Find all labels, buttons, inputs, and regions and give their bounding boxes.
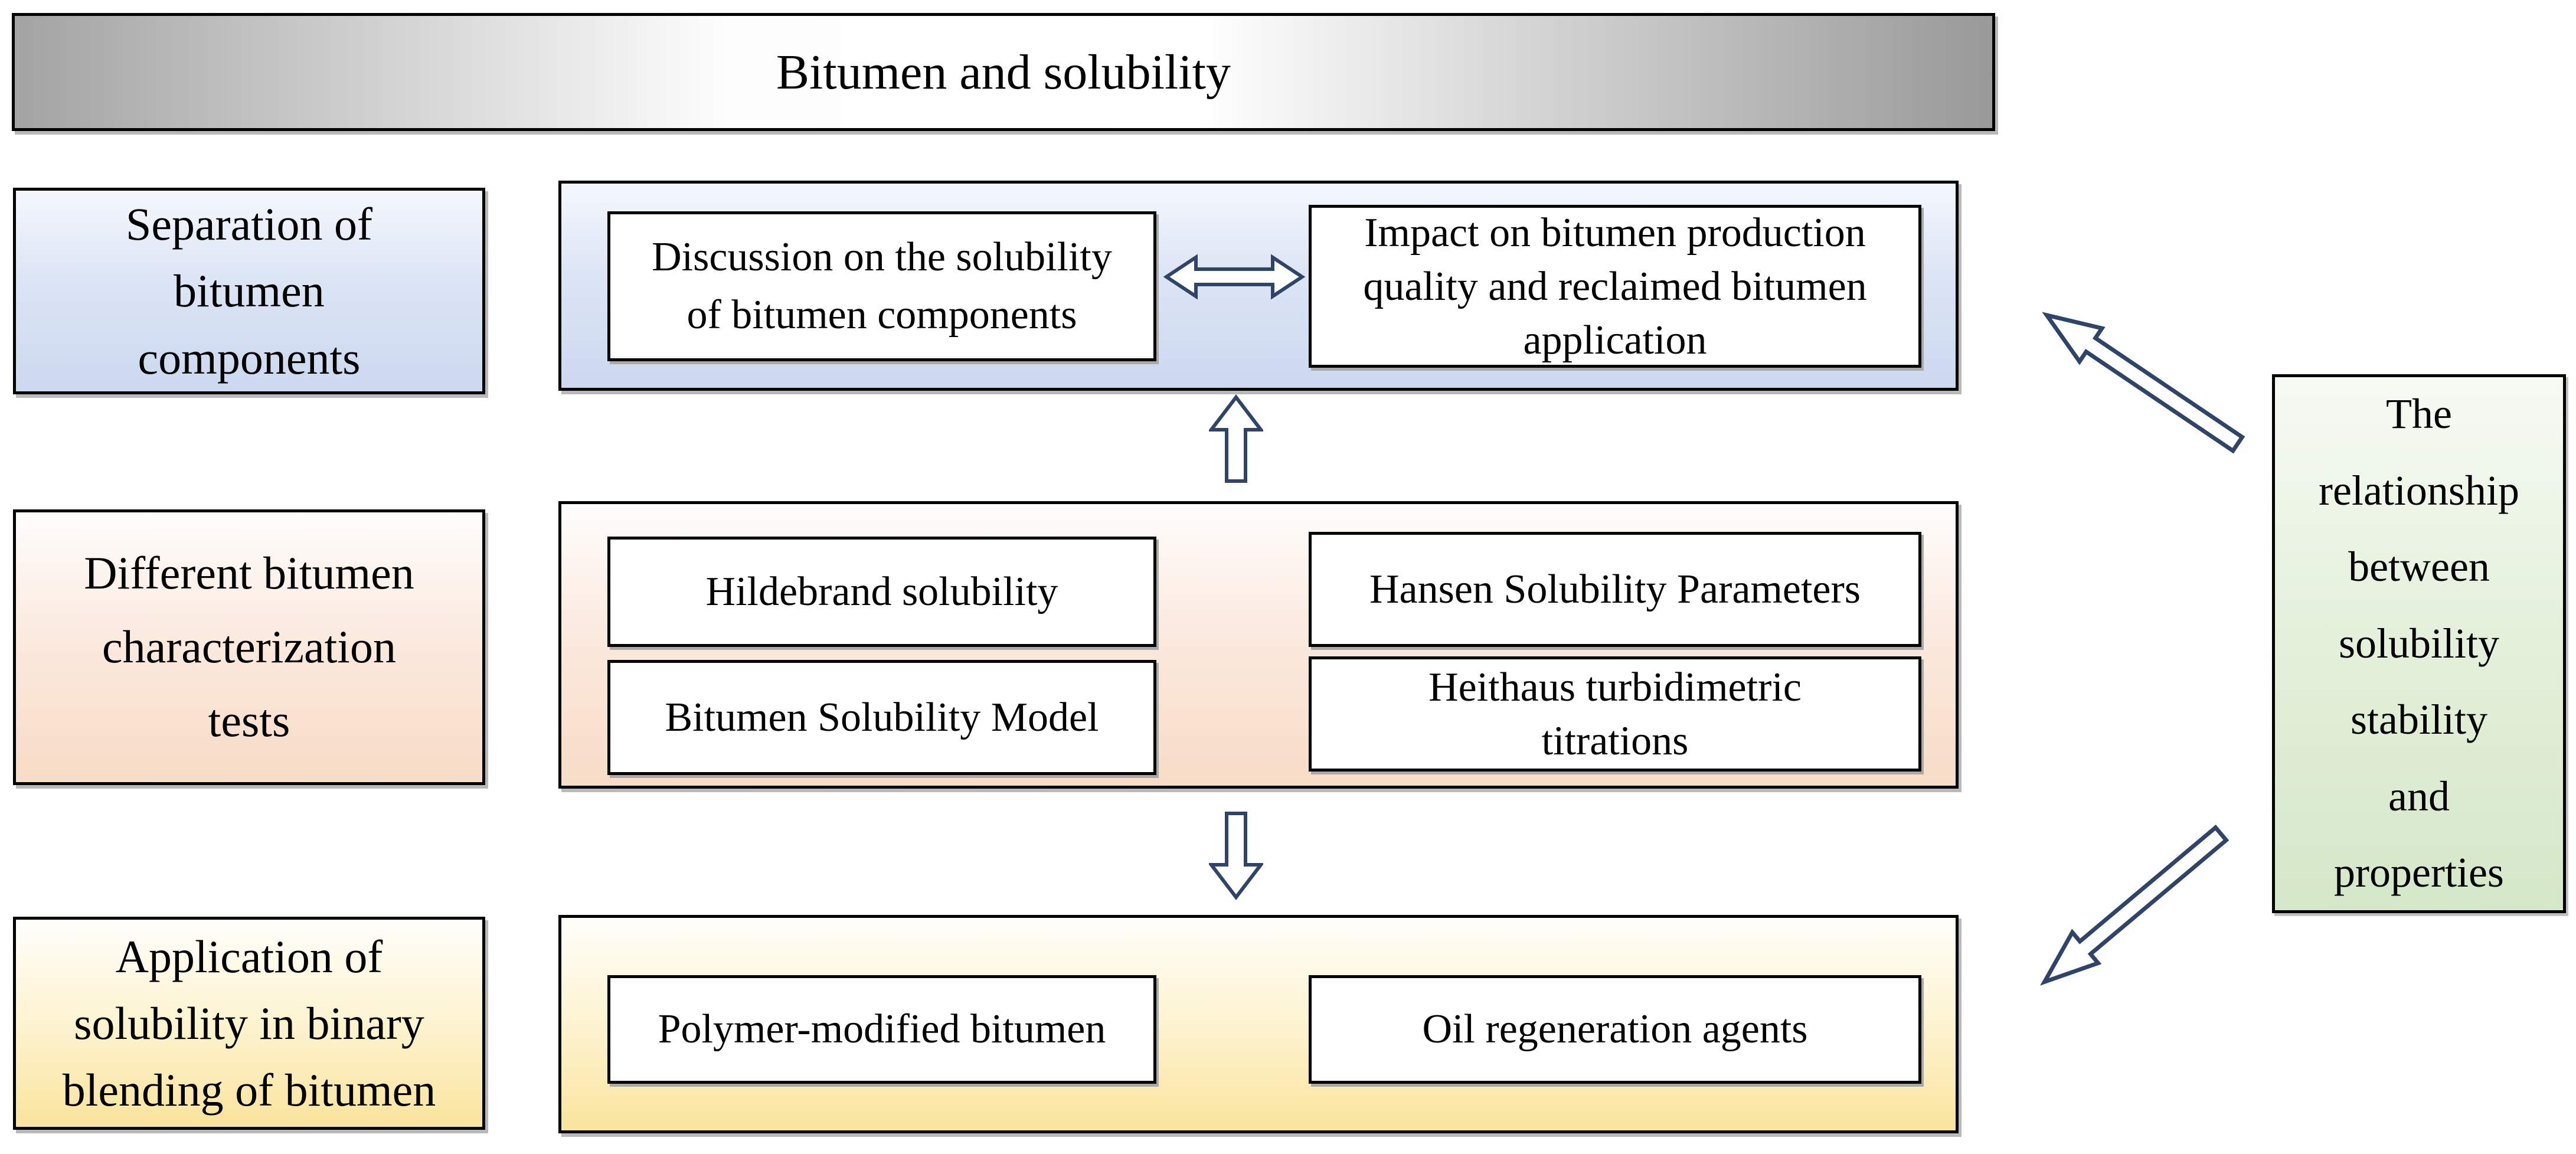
box-oil-regeneration: Oil regeneration agents <box>1309 975 1921 1084</box>
box-polymer-label: Polymer-modified bitumen <box>658 1006 1106 1052</box>
left-box-separation: Separation of bitumen components <box>13 188 485 394</box>
box-hansen-label: Hansen Solubility Parameters <box>1369 566 1861 612</box>
down-arrow-icon <box>1209 812 1263 900</box>
relationship-box: The relationship between solubility stab… <box>2272 374 2566 913</box>
box-impact-production: Impact on bitumen production quality and… <box>1309 205 1921 368</box>
box-heithaus: Heithaus turbidimetric titrations <box>1309 656 1921 771</box>
double-arrow-icon <box>1163 254 1305 300</box>
left-box-binary-blending: Application of solubility in binary blen… <box>13 917 485 1130</box>
box-polymer-modified: Polymer-modified bitumen <box>607 975 1156 1084</box>
box-bsm-label: Bitumen Solubility Model <box>665 694 1099 740</box>
diagonal-arrow-down-icon <box>2040 825 2230 986</box>
row1-container: Discussion on the solubility of bitumen … <box>558 181 1959 391</box>
box-hildebrand-label: Hildebrand solubility <box>705 568 1058 614</box>
box-bitumen-solubility-model: Bitumen Solubility Model <box>607 660 1156 775</box>
row3-container: Polymer-modified bitumen Oil regeneratio… <box>558 915 1959 1133</box>
box-discussion-solubility: Discussion on the solubility of bitumen … <box>607 211 1156 361</box>
title-banner: Bitumen and solubility <box>12 13 1995 131</box>
diagonal-arrow-up-icon <box>2042 312 2245 454</box>
box-oil-label: Oil regeneration agents <box>1422 1006 1808 1052</box>
box-hildebrand: Hildebrand solubility <box>607 537 1156 647</box>
diagram-title: Bitumen and solubility <box>776 44 1231 100</box>
row2-container: Hildebrand solubility Hansen Solubility … <box>558 501 1959 789</box>
box-hansen: Hansen Solubility Parameters <box>1309 532 1921 647</box>
left-box-characterization-tests: Different bitumen characterization tests <box>13 509 485 785</box>
up-arrow-icon <box>1209 394 1263 483</box>
